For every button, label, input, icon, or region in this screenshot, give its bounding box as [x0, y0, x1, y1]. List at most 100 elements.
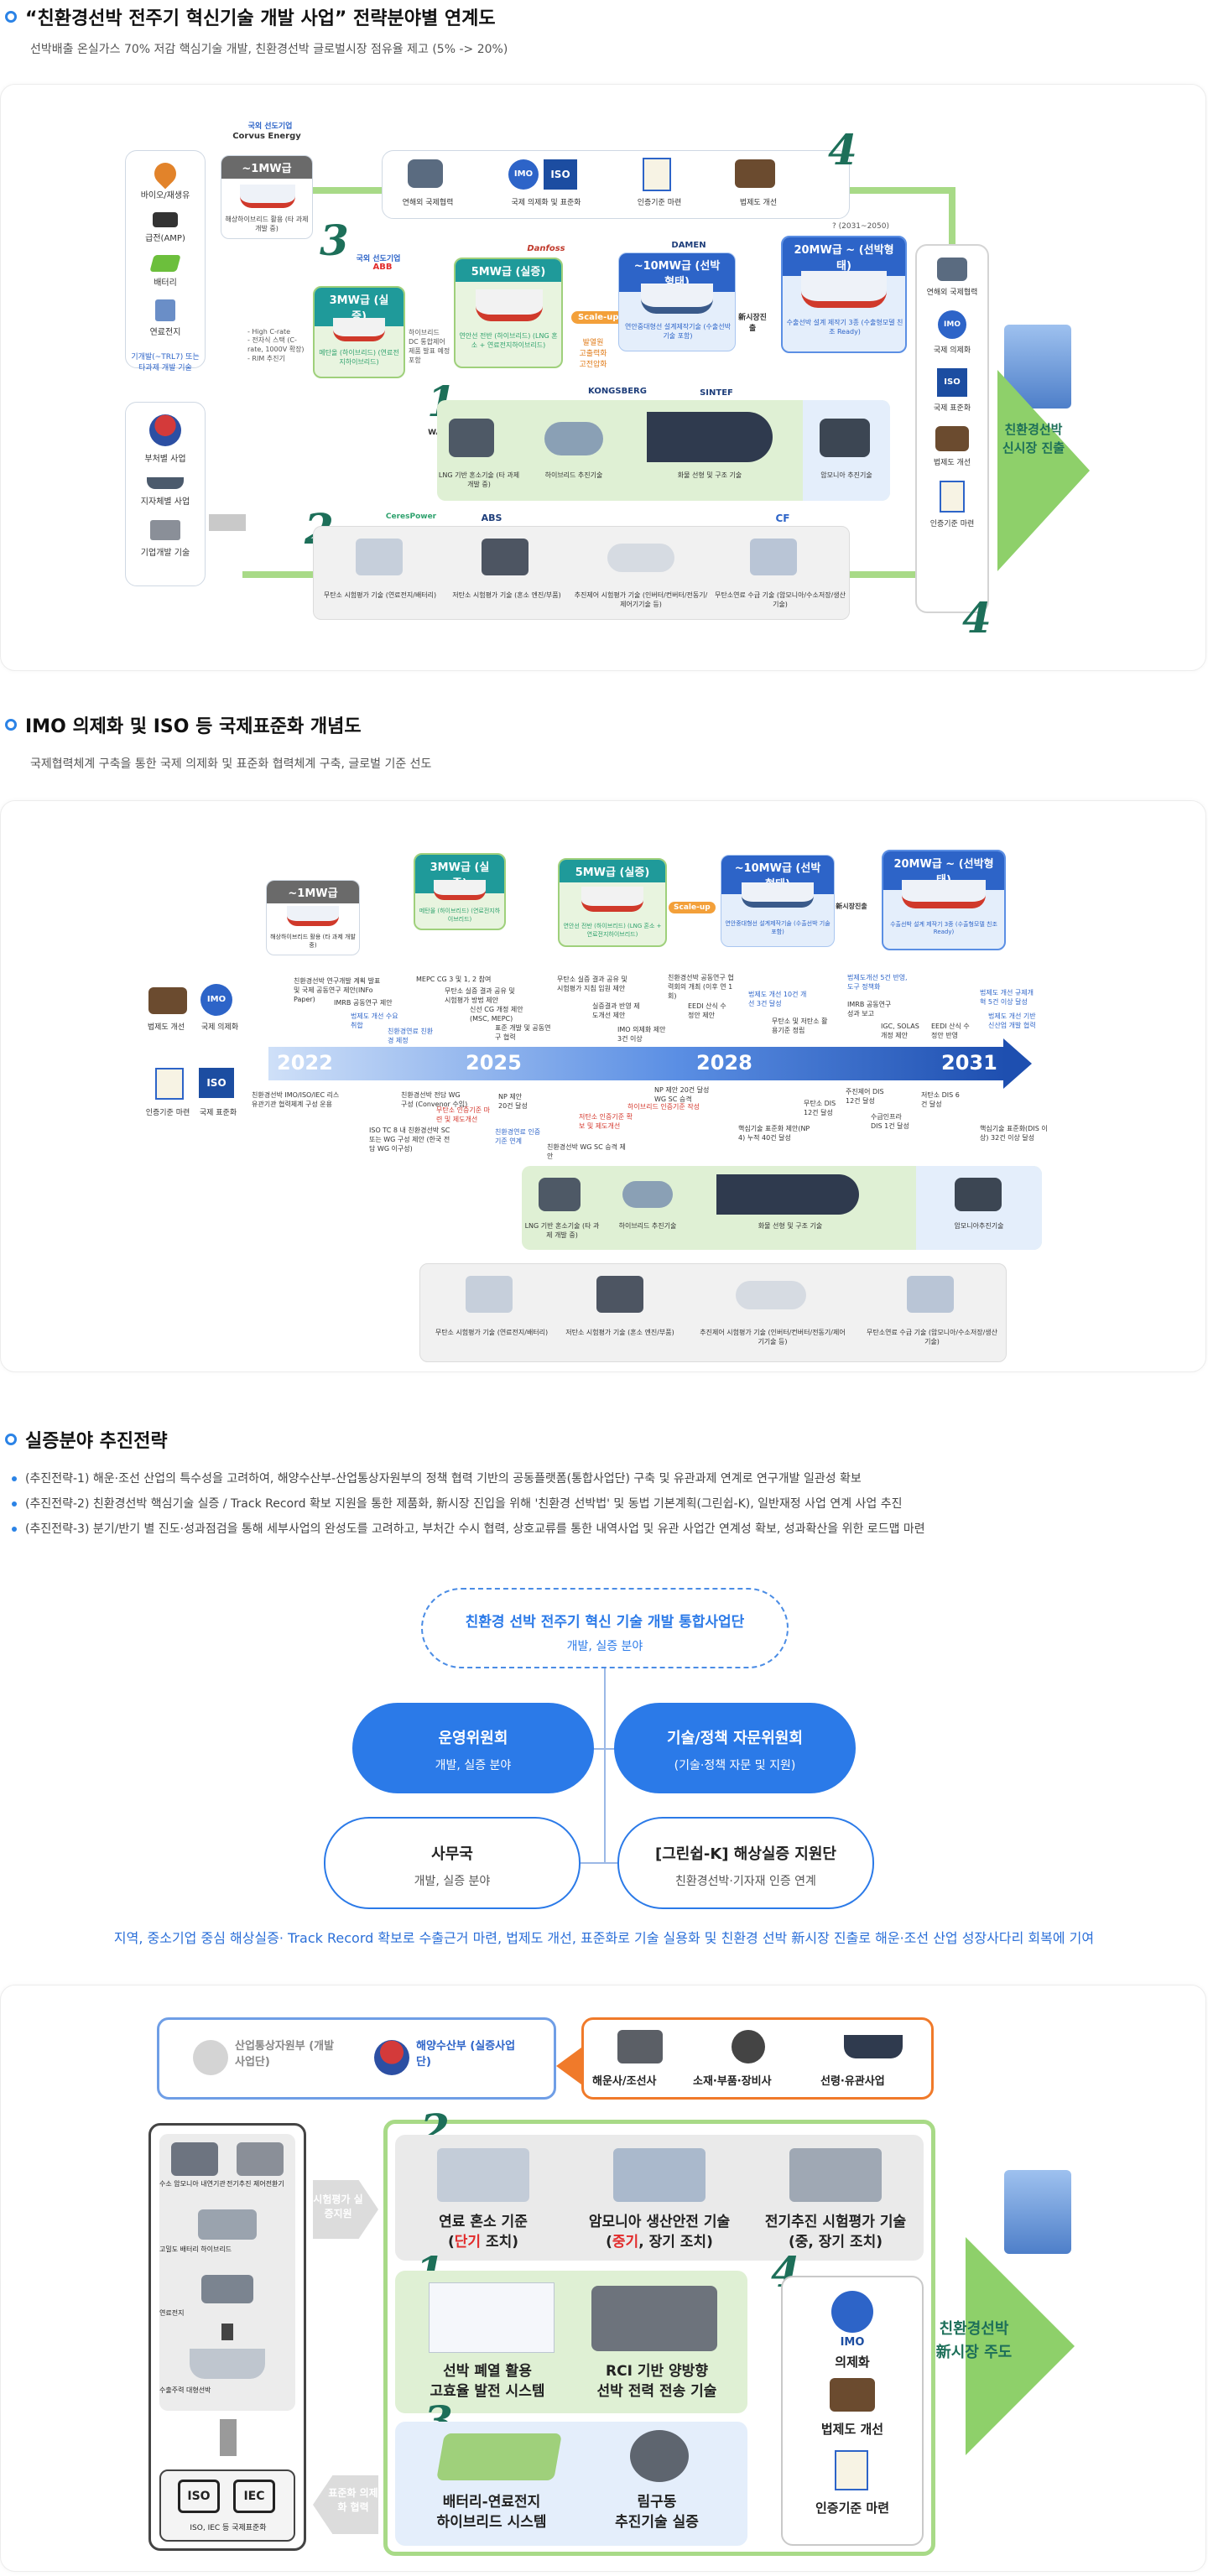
spec-notes: - High C-rate - 전자식 스택 (C-rate, 1000V 확장… [247, 328, 305, 362]
stage-1mw-desc: 해상하이브리드 활용 (타 과제 개발 중) [225, 216, 309, 232]
top-cap-1: 암모니아 생산안전 기술(중기, 장기 조치) [588, 2214, 731, 2251]
year-2031: 2031 [941, 1051, 997, 1075]
right-agenda: 의제화 [835, 2355, 870, 2370]
rim-thruster-icon [630, 2430, 689, 2482]
std-box: ISO IEC ISO, IEC 등 국제표준화 [159, 2469, 295, 2542]
s2-ship-5mw-icon [581, 887, 643, 912]
event-top-15: IMRB 공동연구 성과 보고 [847, 1001, 892, 1017]
s2-iso-icon: ISO [199, 1068, 234, 1098]
cooperation-icon [408, 159, 443, 188]
waste-heat-diagram-icon [429, 2282, 555, 2353]
org-br-sub: 친환경선박·기자재 인증 연계 [675, 1875, 816, 1888]
gray-row-1: 저탄소 시험평가 기술 (혼소 엔진/부품) [452, 591, 561, 599]
s2-left-top-0: 법제도 개선 [147, 1023, 185, 1032]
strategy-footer: 지역, 중소기업 중심 해상실증· Track Record 확보로 수출근거 … [113, 1930, 1095, 1946]
center-frame [383, 2120, 935, 2556]
motie-label: 산업통상자원부 (개발사업단) [235, 2040, 335, 2069]
shipyard-icon [617, 2030, 663, 2063]
zero-carbon-test-icon [356, 539, 403, 575]
ammonia-safety-icon [613, 2148, 706, 2202]
event-bottom-10: 핵심기술 표준화 제안(NP 4) 누적 40건 달성 [738, 1125, 810, 1142]
section3-heading: 실증분야 추진전략 [5, 1426, 168, 1453]
s2-stage-1mw-desc: 해상하이브리드 활용 (타 과제 개발 중) [270, 934, 356, 949]
event-top-2: 법제도 개선 수요 취합 [351, 1012, 398, 1029]
kongsberg-logo: KONGSBERG [588, 387, 647, 396]
stage-5mw-box: 5MW급 (실증) 연안선 전반 (하이브리드) (LNG 혼소 + 연료전지하… [454, 258, 563, 368]
green-row-1: 하이브리드 추진기술 [544, 471, 603, 479]
org-advisory-committee: 기술/정책 자문위원회 (기술·정책 자문 및 지원) [614, 1703, 856, 1793]
abs-logo: ABS [481, 513, 502, 523]
partner-1: 소재·부품·장비사 [693, 2075, 772, 2088]
org-left-name: 운영위원회 [438, 1730, 508, 1747]
number-4-top: 4 [828, 125, 857, 174]
s2-stage-10mw: ~10MW급 (선박형태) 연안중대형선 설계제작기술 (수출선박 기술 포함) [721, 855, 835, 947]
s2-fuel-supply-icon [907, 1276, 954, 1313]
s2-green-row-0: LNG 기반 혼소기술 (타 과제 개발 중) [524, 1222, 600, 1239]
left-dev-inner: 수소 암모니아 내연기관 전기추진 제어전환기 고밀도 배터리 하이브리드 연료… [159, 2134, 295, 2411]
s2-stage-5mw-desc: 연안선 전반 (하이브리드) (LNG 혼소 + 연료전지하이브리드) [563, 923, 662, 938]
s2-ammonia-icon [955, 1178, 1002, 1211]
std-label: ISO, IEC 등 국제표준화 [190, 2524, 267, 2532]
strategy-item-3: (추진전략-3) 분기/반기 별 진도·성과점검을 통해 세부사업의 완성도를 … [10, 1517, 1185, 1542]
right-outcome-box: 연해외 국제협력 IMO 국제 의제화 ISO 국제 표준화 법제도 개선 인증… [915, 244, 989, 613]
s2-stage-20mw: 20MW급 ~ (선박형태) 수출선박 설계 제작기 3종 (수출형모델 친조 … [882, 850, 1006, 950]
event-top-5: 무탄소 실증 결과 공유 및 시험평가 방법 제안 [445, 987, 515, 1004]
green-row-0: LNG 기반 혼소기술 (타 과제 개발 중) [438, 471, 520, 488]
s2-ship-10mw-icon [742, 882, 814, 908]
year-label: ? (2031~2050) [831, 222, 889, 231]
imo-logo-icon-2: IMO [938, 310, 966, 339]
plug-icon [153, 212, 178, 227]
engine-icon [171, 2142, 218, 2176]
s2-green-row-1: 하이브리드 추진기술 [618, 1222, 677, 1230]
overseas-tag: 국외 선도기업 [247, 122, 293, 131]
section-bullet-icon [5, 719, 17, 731]
ship-1mw-icon [240, 185, 295, 208]
mof-label: 해양수산부 (실증사업단) [416, 2040, 516, 2069]
org-bl-name: 사무국 [431, 1845, 473, 1863]
sintef-logo: SINTEF [700, 388, 733, 398]
event-bottom-6: 친환경선박 WG SC 승격 제안 [547, 1143, 626, 1160]
right-item-2: 국제 표준화 [933, 404, 971, 413]
stage-3mw-desc: 메탄올 (하이브리드) (연료전지하이브리드) [319, 349, 399, 366]
number-4-bottom: 4 [962, 593, 992, 643]
section-bullet-icon [5, 1434, 17, 1445]
event-bottom-14: 저탄소 DIS 6건 달성 [921, 1091, 960, 1108]
event-top-11: 친환경선박 공동연구 협력회의 개최 (이후 연 1회) [668, 974, 734, 1000]
s2-lng-engine-icon [539, 1178, 581, 1211]
org-top-name: 친환경 선박 전주기 혁신 기술 개발 통합사업단 [465, 1614, 745, 1631]
strategy-list: (추진전략-1) 해운·조선 산업의 특수성을 고려하여, 해양수산부-산업통상… [10, 1466, 1185, 1542]
motor-icon [237, 2142, 284, 2176]
s2-low-carbon-icon [596, 1276, 643, 1313]
new-market-label: 新시장진출 [738, 314, 767, 333]
org-top-node: 친환경 선박 전주기 혁신 기술 개발 통합사업단 개발, 실증 분야 [421, 1588, 789, 1668]
cooperation-icon-2 [937, 258, 967, 281]
event-top-0: 친환경선박 연구개발 계획 발표 및 국제 공동연구 제안(INFo Paper… [294, 977, 381, 1003]
event-top-9: 실증결과 반영 제도개선 제안 [592, 1002, 640, 1019]
s4-law-gavel-icon [830, 2378, 875, 2412]
event-bottom-8: NP 제안 20건 달성 WG SC 승격 [654, 1086, 710, 1103]
left-item-fuelcell: 연료전지 [149, 328, 181, 337]
left-program-box: 부처별 사업 지자체별 사업 기업개발 기술 [125, 402, 206, 586]
partner-0: 해운사/조선사 [592, 2075, 657, 2088]
s2-gray-row-2: 추진제어 시험평가 기술 (인버터/컨버터/전동기/제어기기술 등) [700, 1329, 846, 1345]
gray-row-0: 무탄소 시험평가 기술 (연료전지/배터리) [323, 591, 437, 599]
org-connector [482, 1748, 726, 1750]
imo-emblem-icon [831, 2291, 873, 2333]
left-item-amp: 급전(AMP) [145, 234, 185, 243]
gray-row-2: 추진제어 시험평가 기술 (인버터/컨버터/전동기/제어기기술 등) [574, 591, 708, 608]
top-cap-0: 연료 혼소 기준(단기 조치) [439, 2214, 528, 2251]
test-support-label: 시험평가 실증지원 [313, 2194, 363, 2220]
s2-stage-20mw-tag: 20MW급 ~ (선박형태) [883, 851, 1004, 890]
org-br-name: [그린쉽-K] 해상실증 지원단 [654, 1845, 836, 1863]
event-bottom-15: 핵심기술 표준화(DIS 이상) 32건 이상 달성 [980, 1125, 1048, 1142]
ship-10mw-icon [641, 284, 713, 314]
overseas-tag-2: 국외 선도기업 [356, 255, 401, 263]
event-top-3: 친환경연료 친환경 제정 [388, 1028, 434, 1044]
top-row-box: 연해외 국제협력 IMO ISO 국제 의제화 및 표준화 인증기준 마련 법제… [382, 150, 850, 219]
event-top-20: 법제도 개선 기반 신산업 개발 협력 [988, 1012, 1036, 1029]
fuel-cell-stack-icon [201, 2275, 253, 2303]
s2-stage-3mw: 3MW급 (실증) 메탄올 (하이브리드) (연료전지하이브리드) [414, 853, 506, 930]
s2-stage-3mw-desc: 메탄올 (하이브리드) (연료전지하이브리드) [419, 908, 501, 923]
green-row-2: 화물 선형 및 구조 기술 [677, 471, 742, 479]
event-top-14: 무탄소 및 저탄소 활용기준 정립 [772, 1017, 828, 1034]
